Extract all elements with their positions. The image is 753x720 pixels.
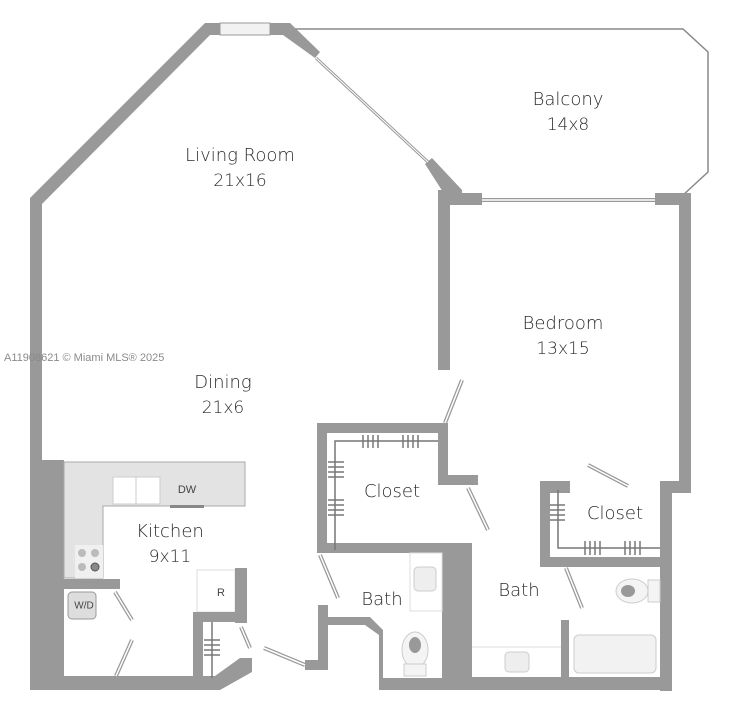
wall-closet1-notch [438, 475, 478, 485]
room-label-kitchen: Kitchen 9x11 [136, 519, 204, 569]
wall-east [679, 193, 691, 493]
room-name: Bath [361, 589, 403, 610]
room-name: Bath [498, 580, 540, 601]
room-dimensions: 13x15 [536, 339, 590, 359]
wall-closet2-south [540, 557, 670, 567]
wall-closet1-west [317, 423, 327, 553]
room-label-closet-1: Closet [364, 479, 420, 505]
wall-bath1-south [305, 605, 462, 690]
wall-pantry-north [193, 612, 247, 622]
room-name: Closet [586, 503, 644, 524]
closet1-hangers [328, 435, 419, 516]
wall-bath2-tub-divider [561, 620, 569, 680]
room-name: Kitchen [136, 521, 204, 542]
room-name: Living Room [185, 145, 295, 166]
washer-dryer[interactable] [67, 591, 97, 620]
wall-pantry-west [193, 612, 203, 682]
room-dimensions: 9x11 [148, 547, 192, 567]
room-dimensions: 21x16 [213, 171, 267, 191]
room-dimensions: 21x6 [201, 398, 245, 418]
wall-balcony-south-left [450, 193, 482, 205]
balcony-railing [295, 28, 709, 197]
wall-kitchen-laundry [64, 579, 120, 589]
refrigerator[interactable] [196, 569, 236, 613]
refrigerator-label: R [217, 587, 225, 599]
wall-closet1-north [317, 423, 445, 433]
window-top [219, 22, 271, 36]
wall-bath1-divider [442, 543, 472, 690]
wall-south-kitchen [30, 676, 220, 690]
room-dimensions: 14x8 [546, 115, 590, 135]
room-label-bath-2: Bath [498, 578, 539, 604]
room-name: Balcony [532, 89, 604, 110]
wall-bedroom-west-upper [438, 190, 450, 370]
room-label-dining: Dining 21x6 [194, 370, 251, 420]
wall-north-diagonal-a [270, 23, 320, 58]
wall-closet1-south [317, 543, 467, 553]
wall-closet2-west [540, 481, 550, 567]
wall-closet1-east [438, 423, 448, 483]
room-label-closet-2: Closet [587, 501, 643, 527]
bath1-sink[interactable] [413, 566, 437, 592]
room-name: Bedroom [522, 313, 604, 334]
wall-north-diagonal-b [425, 158, 462, 203]
room-name: Dining [194, 372, 252, 393]
wall-east-lower [660, 481, 672, 691]
room-name: Closet [363, 481, 421, 502]
room-label-bedroom: Bedroom 13x15 [523, 311, 604, 361]
bath2-sink[interactable] [504, 651, 530, 673]
closet2-hangers [550, 504, 641, 555]
room-label-living-room: Living Room 21x16 [185, 143, 295, 193]
wall-west-diagonal [30, 23, 220, 462]
watermark: A11908621 © Miami MLS® 2025 [4, 352, 165, 364]
room-label-balcony: Balcony 14x8 [533, 87, 604, 137]
dishwasher[interactable] [170, 505, 204, 508]
wall-fridge-east [235, 568, 247, 623]
wall-south-east [462, 677, 672, 690]
wall-west-lower [30, 460, 64, 690]
room-label-bath-1: Bath [361, 587, 402, 613]
dishwasher-label: DW [177, 484, 197, 496]
washer-dryer-label: W/D [74, 600, 94, 612]
wall-south-step [195, 658, 252, 690]
kitchen-counter [63, 461, 246, 579]
bath2-tub[interactable] [573, 634, 657, 674]
stove[interactable] [75, 545, 103, 578]
